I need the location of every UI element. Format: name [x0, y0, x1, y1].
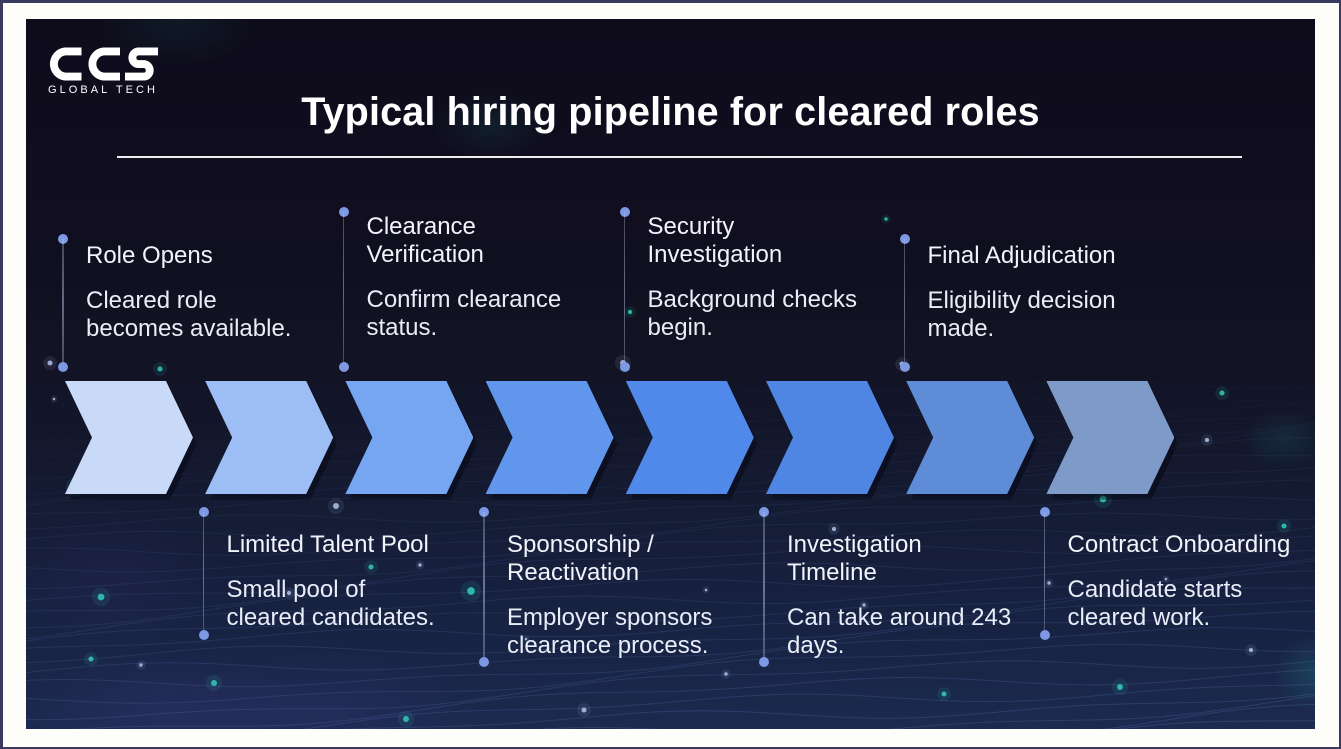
- page-title: Typical hiring pipeline for cleared role…: [301, 90, 1040, 134]
- connector-dot-bottom: [759, 656, 769, 667]
- milestone-description: Confirm clearance status.: [366, 286, 562, 341]
- connector-dot-top: [619, 207, 630, 217]
- connector-dot-top: [58, 234, 68, 244]
- connector-dot-top: [899, 234, 910, 244]
- connector-dot-top: [759, 506, 769, 517]
- milestone-description: Cleared role becomes available.: [86, 287, 292, 342]
- milestone-title: Security Investigation: [647, 213, 783, 268]
- connector-dot-bottom: [338, 362, 349, 372]
- pipeline-arrow-3: [345, 381, 474, 494]
- title-underline: [117, 156, 1242, 158]
- connector-line: [483, 511, 485, 662]
- pipeline-arrow-7: [906, 381, 1035, 494]
- ccs-global-tech-logo: CCS GLOBAL TECH: [48, 47, 159, 96]
- pipeline-arrow-1: [65, 381, 193, 494]
- slide-canvas: CCS GLOBAL TECH Typical hiring pipeline …: [26, 19, 1315, 729]
- milestone-item-8: Contract Onboarding Candidate starts cle…: [1039, 506, 1310, 640]
- milestone-item-2: Clearance Verification Confirm clearance…: [338, 207, 609, 372]
- milestone-item-6: Sponsorship / Reactivation Employer spon…: [479, 506, 749, 667]
- connector-dot-bottom: [198, 629, 209, 640]
- connector-dot-bottom: [1039, 629, 1050, 640]
- logo-subtitle: GLOBAL TECH: [48, 84, 158, 96]
- milestone-title: Investigation Timeline: [787, 530, 922, 586]
- connector-line: [763, 511, 765, 662]
- milestone-description: Eligibility decision made.: [927, 287, 1116, 342]
- pipeline-arrow-6: [766, 381, 894, 494]
- milestone-description: Candidate starts cleared work.: [1067, 575, 1243, 631]
- milestone-description: Employer sponsors clearance process.: [507, 603, 713, 659]
- milestone-title: Contract Onboarding: [1067, 530, 1291, 558]
- pipeline-arrow-4: [485, 381, 614, 494]
- milestone-item-5: Limited Talent Pool Small pool of cleare…: [198, 506, 469, 640]
- connector-dot-bottom: [899, 362, 910, 372]
- milestone-title: Sponsorship / Reactivation: [507, 530, 654, 586]
- pipeline-arrow-5: [625, 381, 754, 494]
- connector-dot-bottom: [619, 362, 630, 372]
- milestone-title: Role Opens: [86, 242, 213, 269]
- connector-dot-top: [1039, 506, 1050, 517]
- pipeline-arrow-8: [1046, 381, 1175, 494]
- connector-dot-bottom: [58, 362, 68, 372]
- connector-line: [1043, 511, 1046, 635]
- ccs-logo-mark: [50, 47, 158, 81]
- milestone-item-7: Investigation Timeline Can take around 2…: [759, 506, 1029, 667]
- milestone-item-4: Final Adjudication Eligibility decision …: [899, 234, 1170, 372]
- pipeline-arrow-2: [205, 381, 334, 494]
- milestone-title: Clearance Verification: [366, 213, 484, 268]
- connector-dot-top: [338, 207, 349, 217]
- milestone-item-3: Security Investigation Background checks…: [619, 207, 890, 372]
- logo-name: CCS: [48, 81, 49, 82]
- milestone-title: Limited Talent Pool: [226, 530, 429, 558]
- connector-line: [903, 239, 906, 367]
- milestone-description: Small pool of cleared candidates.: [226, 575, 435, 631]
- milestone-title: Final Adjudication: [927, 242, 1116, 269]
- milestone-description: Can take around 243 days.: [787, 603, 1012, 659]
- connector-line: [623, 212, 626, 367]
- connector-line: [62, 239, 64, 367]
- connector-dot-top: [479, 506, 489, 517]
- connector-dot-bottom: [479, 656, 489, 667]
- milestone-description: Background checks begin.: [647, 286, 857, 341]
- connector-line: [202, 511, 205, 635]
- milestone-item-1: Role Opens Cleared role becomes availabl…: [58, 234, 328, 372]
- connector-dot-top: [198, 506, 209, 517]
- connector-line: [342, 212, 345, 367]
